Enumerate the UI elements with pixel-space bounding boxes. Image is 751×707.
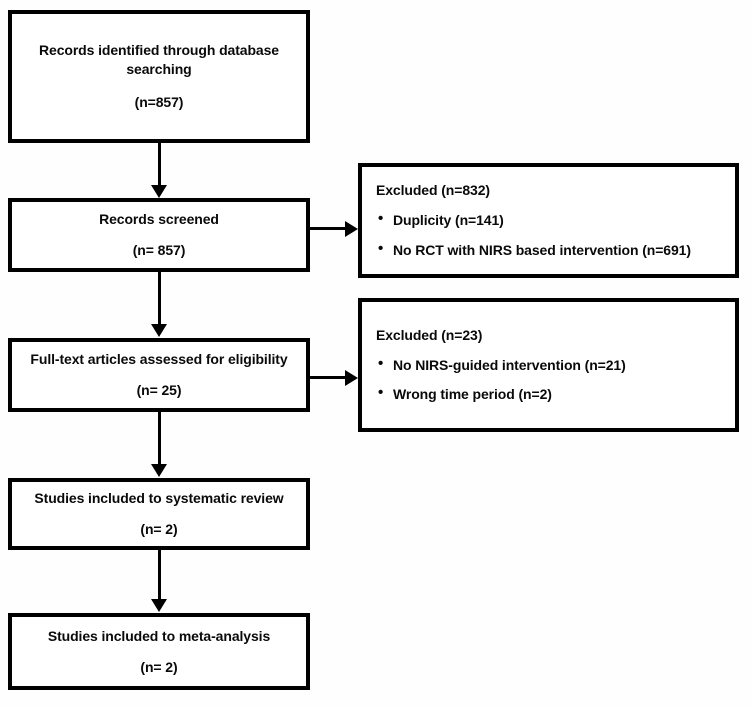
arrow-screened-to-excluded bbox=[345, 221, 358, 237]
box-records-identified: Records identified through database sear… bbox=[8, 10, 310, 143]
connector-fulltext-to-systematic-review bbox=[158, 412, 161, 465]
arrow-screened-to-fulltext bbox=[151, 324, 167, 337]
connector-screened-to-fulltext bbox=[158, 272, 161, 325]
connector-screened-to-excluded bbox=[310, 227, 352, 230]
fulltext-assessed-count: (n= 25) bbox=[136, 382, 182, 398]
systematic-review-count: (n= 2) bbox=[140, 521, 178, 537]
excluded-eligibility-reason-list: No NIRS-guided intervention (n=21) Wrong… bbox=[376, 355, 626, 405]
records-screened-line1: Records screened bbox=[99, 211, 219, 228]
meta-analysis-count: (n= 2) bbox=[140, 658, 178, 675]
list-item: No RCT with NIRS based intervention (n=6… bbox=[376, 240, 691, 260]
records-screened-count: (n= 857) bbox=[132, 242, 186, 258]
fulltext-assessed-line1: Full-text articles assessed for eligibil… bbox=[30, 351, 288, 368]
connector-identified-to-screened bbox=[158, 143, 161, 187]
meta-analysis-line1: Studies included to meta-analysis bbox=[47, 627, 271, 644]
records-identified-count: (n=857) bbox=[134, 93, 184, 110]
excluded-eligibility-title: Excluded (n=23) bbox=[376, 326, 483, 343]
arrow-fulltext-to-systematic-review bbox=[151, 464, 167, 477]
excluded-screening-reason-list: Duplicity (n=141) No RCT with NIRS based… bbox=[376, 210, 691, 260]
records-identified-line2: searching bbox=[126, 61, 192, 78]
arrow-fulltext-to-excluded bbox=[345, 370, 358, 386]
arrow-systematic-review-to-meta-analysis bbox=[151, 599, 167, 612]
excluded-screening-title: Excluded (n=832) bbox=[376, 182, 490, 199]
box-records-screened: Records screened (n= 857) bbox=[8, 198, 310, 272]
list-item: Duplicity (n=141) bbox=[376, 210, 691, 230]
box-fulltext-assessed: Full-text articles assessed for eligibil… bbox=[8, 338, 310, 412]
box-systematic-review: Studies included to systematic review (n… bbox=[8, 478, 310, 550]
systematic-review-line1: Studies included to systematic review bbox=[34, 490, 284, 507]
connector-fulltext-to-excluded bbox=[310, 376, 352, 379]
box-meta-analysis: Studies included to meta-analysis (n= 2) bbox=[8, 613, 310, 690]
list-item: No NIRS-guided intervention (n=21) bbox=[376, 355, 626, 375]
list-item: Wrong time period (n=2) bbox=[376, 384, 626, 404]
box-excluded-screening: Excluded (n=832) Duplicity (n=141) No RC… bbox=[358, 163, 739, 278]
connector-systematic-review-to-meta-analysis bbox=[158, 550, 161, 600]
arrow-identified-to-screened bbox=[151, 185, 167, 198]
records-identified-line1: Records identified through database bbox=[39, 42, 279, 59]
box-excluded-eligibility: Excluded (n=23) No NIRS-guided intervent… bbox=[358, 298, 739, 432]
